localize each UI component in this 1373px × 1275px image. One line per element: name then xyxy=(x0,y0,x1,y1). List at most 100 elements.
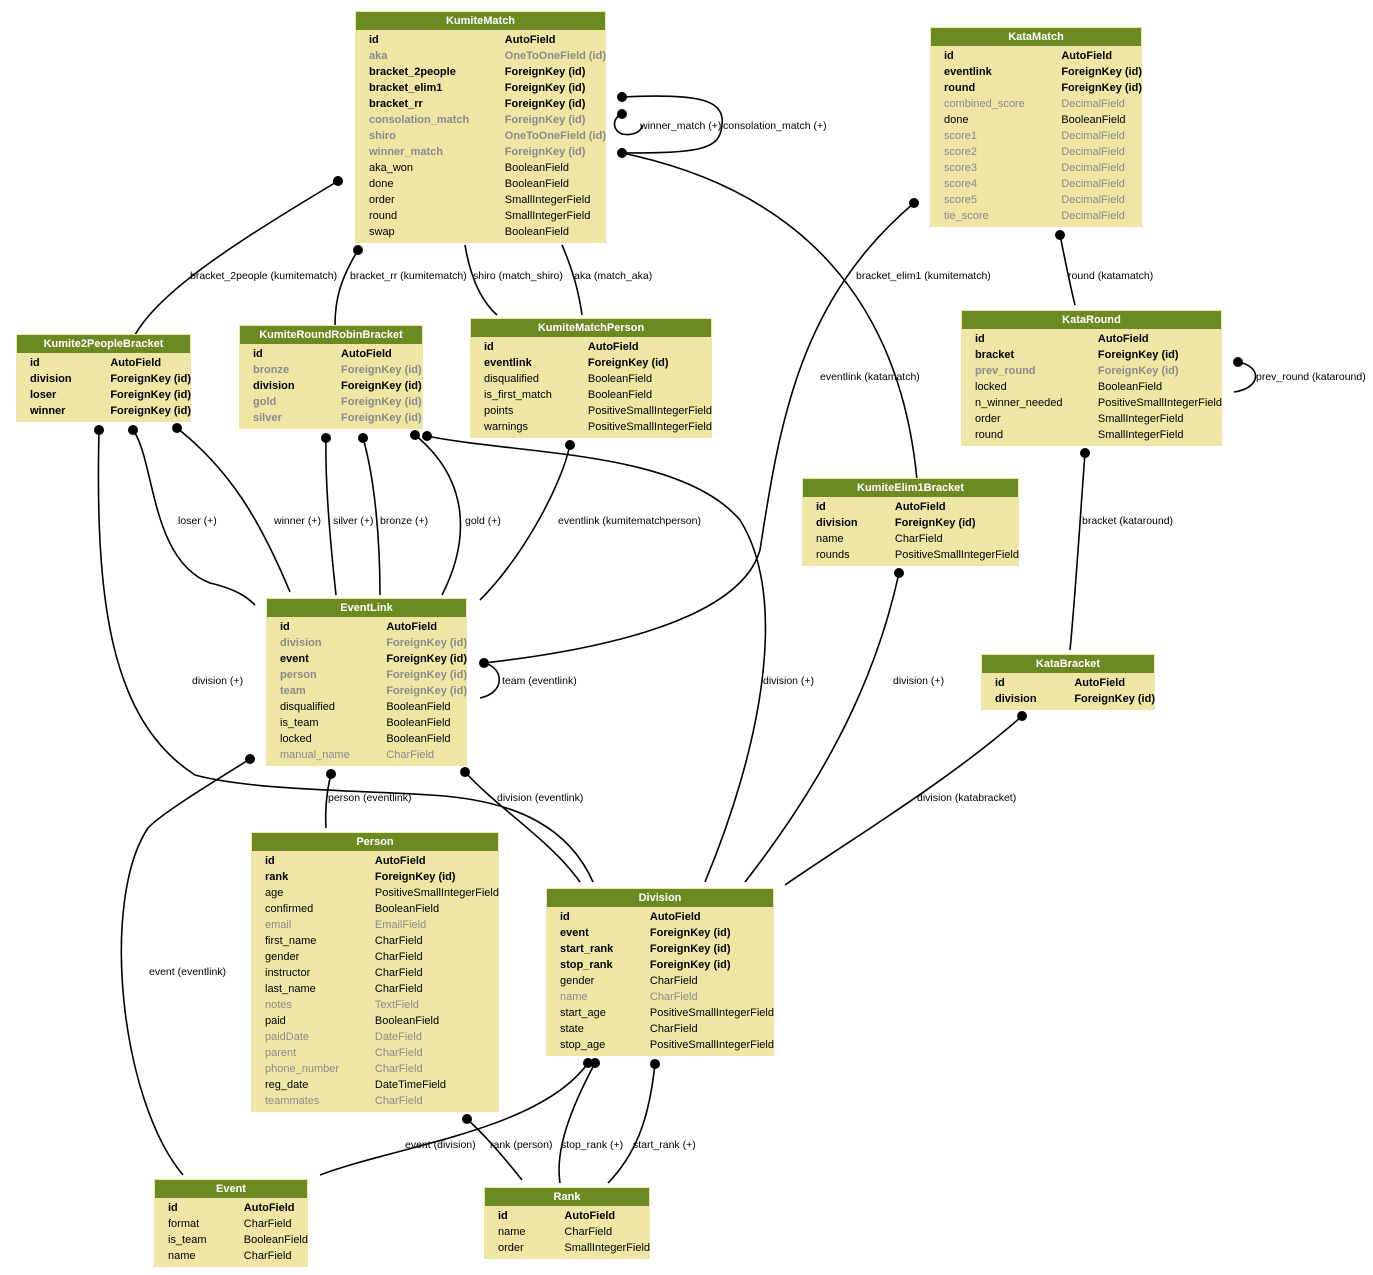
field-type: DecimalField xyxy=(1061,162,1125,174)
field-name: confirmed xyxy=(265,903,314,915)
field-name: warnings xyxy=(484,421,529,433)
field-type: BooleanField xyxy=(386,701,451,713)
field-name: id xyxy=(30,357,40,369)
field-name: name xyxy=(816,533,844,545)
field-name: division xyxy=(995,693,1037,705)
field-type: ForeignKey (id) xyxy=(649,959,731,971)
field-type: OneToOneField (id) xyxy=(504,50,606,62)
field-row: score3 DecimalField xyxy=(930,160,1142,176)
field-type: BooleanField xyxy=(504,226,569,238)
field-type: SmallIntegerField xyxy=(564,1242,650,1254)
field-name: score3 xyxy=(944,162,978,174)
edge-winner-match xyxy=(621,95,723,154)
field-type: BooleanField xyxy=(374,903,440,915)
edge-label: loser (+) xyxy=(178,515,217,527)
field-name: person xyxy=(280,669,317,681)
field-type: AutoField xyxy=(1061,50,1113,62)
field-name: tie_score xyxy=(944,210,989,222)
field-name: name xyxy=(498,1226,526,1238)
field-type: ForeignKey (id) xyxy=(894,517,976,529)
edge-label: division (+) xyxy=(192,675,243,687)
field-type: BooleanField xyxy=(1061,114,1126,126)
field-type: DecimalField xyxy=(1061,178,1125,190)
field-name: format xyxy=(168,1218,200,1230)
field-type: BooleanField xyxy=(504,162,569,174)
field-name: manual_name xyxy=(280,749,350,761)
field-type: ForeignKey (id) xyxy=(504,82,586,94)
field-type: SmallIntegerField xyxy=(1097,413,1184,425)
field-type: CharField xyxy=(243,1250,292,1262)
field-type: EmailField xyxy=(374,919,427,931)
field-type: ForeignKey (id) xyxy=(504,98,586,110)
field-type: DecimalField xyxy=(1061,210,1125,222)
field-type: AutoField xyxy=(649,911,701,923)
field-type: BooleanField xyxy=(386,717,451,729)
field-type: SmallIntegerField xyxy=(1097,429,1184,441)
field-name: locked xyxy=(280,733,312,745)
field-type: CharField xyxy=(374,983,423,995)
field-type: CharField xyxy=(894,533,943,545)
field-type: AutoField xyxy=(894,501,946,513)
field-name: bronze xyxy=(253,364,290,376)
field-name: last_name xyxy=(265,983,316,995)
field-name: bracket_rr xyxy=(369,98,423,110)
field-type: PositiveSmallIntegerField xyxy=(1097,397,1222,409)
field-name: division xyxy=(30,373,72,385)
edge-label: consolation_match (+) xyxy=(723,120,827,132)
edge-label: event (division) xyxy=(405,1139,476,1151)
field-name: is_team xyxy=(168,1234,207,1246)
field-name: reg_date xyxy=(265,1079,309,1091)
field-name: score4 xyxy=(944,178,978,190)
field-name: id xyxy=(168,1202,178,1214)
field-name: id xyxy=(265,855,275,867)
field-name: score5 xyxy=(944,194,978,206)
field-type: PositiveSmallIntegerField xyxy=(649,1007,774,1019)
field-name: bracket_elim1 xyxy=(369,82,443,94)
field-type: ForeignKey (id) xyxy=(1061,82,1142,94)
field-name: done xyxy=(369,178,394,190)
field-type: ForeignKey (id) xyxy=(110,389,191,401)
field-type: PositiveSmallIntegerField xyxy=(587,405,712,417)
field-name: id xyxy=(253,348,263,360)
field-type: ForeignKey (id) xyxy=(110,405,191,417)
edge-label: start_rank (+) xyxy=(633,1139,696,1151)
field-type: AutoField xyxy=(386,621,438,633)
field-name: id xyxy=(560,911,570,923)
field-row: score4 DecimalField xyxy=(930,176,1142,192)
field-type: DecimalField xyxy=(1061,98,1125,110)
field-type: DecimalField xyxy=(1061,146,1125,158)
